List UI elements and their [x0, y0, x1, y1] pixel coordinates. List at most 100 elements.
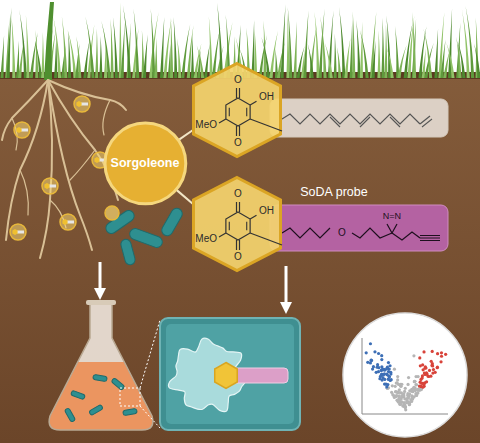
atom-label: OH [259, 205, 274, 217]
data-point [428, 369, 431, 372]
probe-tail-bar [270, 205, 448, 251]
methoxy-bond [219, 119, 226, 123]
probe-name: SoDA probe [300, 185, 367, 199]
exudate-hexagon [12, 229, 17, 235]
exudate-tail [21, 129, 28, 132]
data-point [394, 395, 397, 398]
data-point [418, 356, 421, 359]
grass-blade [303, 11, 308, 78]
exudate-tail [17, 231, 24, 234]
data-point [413, 380, 416, 383]
data-point [413, 380, 416, 383]
data-point [399, 383, 402, 386]
grass-blade [334, 33, 337, 78]
grass-blade [372, 41, 376, 78]
exudate-hexagon [44, 183, 49, 189]
grass-blade [377, 30, 380, 78]
atom-label: OH [259, 91, 274, 103]
root [103, 100, 110, 135]
grass-blade [352, 11, 355, 78]
ring-double-bond [229, 108, 230, 116]
grass-blade [381, 18, 384, 78]
data-point [440, 351, 443, 354]
grass-blade [67, 29, 76, 78]
data-point [425, 380, 428, 383]
data-point [407, 376, 410, 379]
culture-arrow [99, 262, 102, 294]
data-point [371, 367, 374, 370]
carbonyl-bond [236, 240, 237, 250]
data-point [366, 361, 369, 364]
data-point [373, 350, 376, 353]
data-point [387, 361, 390, 364]
grass-blade [170, 18, 173, 78]
data-point [391, 384, 394, 387]
grass-blade [412, 12, 416, 78]
data-point [390, 378, 393, 381]
data-point [402, 394, 405, 397]
data-point [432, 368, 435, 371]
alkyne-bond [420, 235, 440, 236]
grass-blade [395, 26, 399, 78]
grass-blade [466, 6, 475, 78]
connector-line [179, 130, 193, 140]
data-point [395, 381, 398, 384]
grass-blade [197, 50, 200, 78]
exudate-tail [67, 221, 74, 224]
grass-blade [308, 44, 314, 78]
data-point [419, 388, 422, 391]
grass-blade [261, 37, 270, 78]
data-point [422, 382, 425, 385]
methoxy-bond [219, 233, 226, 237]
grass-blade [288, 7, 293, 78]
grass-blade [173, 17, 177, 78]
grass-blade [35, 42, 42, 78]
plant-stalk [44, 2, 54, 80]
data-point [396, 378, 399, 381]
grass-blade [344, 38, 350, 78]
grass-blade [339, 7, 346, 78]
atom-label: O [338, 227, 346, 239]
connector-line [176, 190, 193, 204]
grass-blade [76, 36, 81, 78]
grass-blade [99, 36, 102, 78]
bacterium [123, 408, 138, 415]
data-point [402, 394, 405, 397]
grass-blade [121, 23, 125, 78]
circle-shape [105, 123, 186, 204]
data-point [396, 375, 399, 378]
bacterium [89, 404, 104, 415]
data-point [385, 385, 388, 388]
data-point [377, 366, 380, 369]
data-point [387, 378, 390, 381]
diazirine-ring [387, 224, 397, 233]
double-bond [390, 117, 400, 127]
grass-blade [418, 26, 426, 78]
chain-bond [250, 233, 282, 245]
atom-label: N=N [383, 211, 401, 221]
data-point [390, 391, 393, 394]
atom-label: O [234, 188, 242, 200]
grass-blade [387, 48, 394, 78]
exudate-icon [74, 96, 90, 112]
plot-disc [343, 313, 467, 437]
alkyne-bond [420, 238, 440, 239]
exudate-circle [74, 96, 90, 112]
exudate-icon [10, 224, 26, 240]
data-point [436, 366, 439, 369]
x-axis [362, 414, 448, 415]
grass-blade [423, 29, 432, 78]
atom-label: O [234, 251, 242, 263]
data-point [436, 352, 439, 355]
grass-blade [269, 31, 278, 78]
data-point [426, 374, 429, 377]
data-point [382, 373, 385, 376]
data-point [439, 360, 442, 363]
grass-blade [370, 12, 376, 78]
data-point [436, 366, 439, 369]
grass-blade [16, 41, 19, 78]
data-point [388, 364, 391, 367]
quinone-ring [226, 98, 250, 126]
zoom-line [140, 320, 160, 388]
